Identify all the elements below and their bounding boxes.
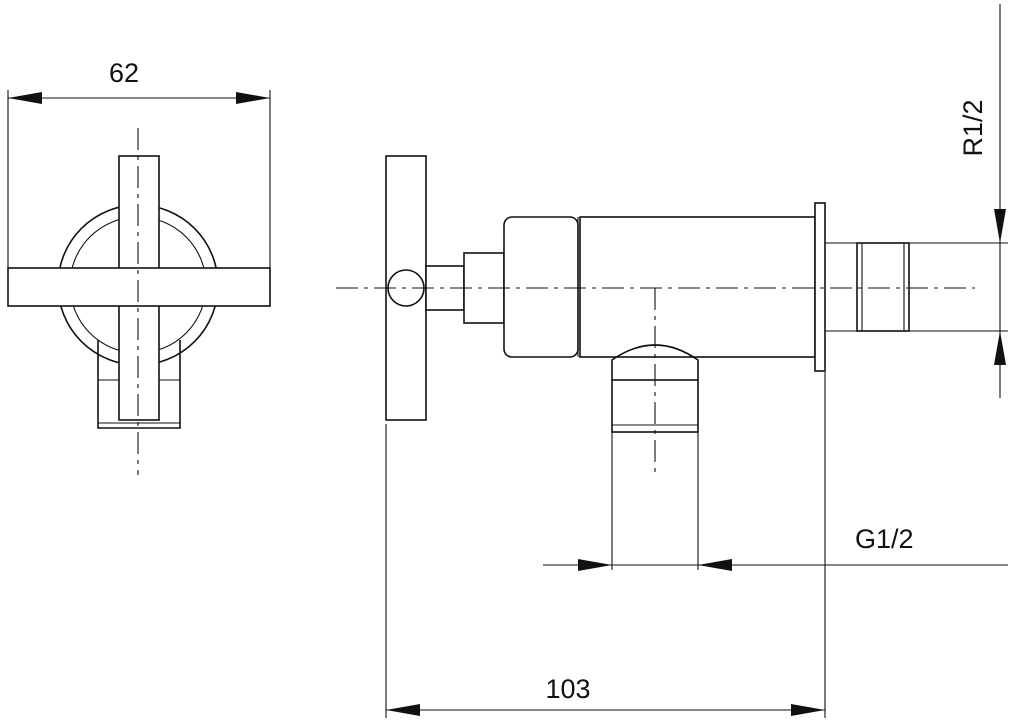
dim-arrow-62-left (8, 92, 42, 104)
side-view: 103 G1/2 R1/2 (336, 4, 1008, 718)
dim-label-g12: G1/2 (855, 524, 914, 554)
dim-arrow-103-right (791, 704, 825, 716)
front-handle-horizontal-arm (7, 267, 271, 307)
dim-arrow-g12-right (698, 559, 732, 571)
dim-label-62: 62 (109, 58, 139, 88)
dim-arrow-r12-bottom (994, 331, 1006, 365)
dim-arrow-62-right (236, 92, 270, 104)
side-bonnet (503, 216, 579, 358)
dim-arrow-103-left (386, 704, 420, 716)
dim-arrow-g12-left (578, 559, 612, 571)
dim-label-r12: R1/2 (958, 99, 988, 156)
dim-label-103: 103 (545, 674, 590, 704)
front-outlet-nipple (97, 340, 181, 429)
dim-arrow-r12-top (994, 209, 1006, 243)
side-valve-body (579, 216, 816, 358)
side-wall-flange (814, 202, 826, 372)
front-view: 62 (7, 58, 271, 475)
side-inlet-nipple (856, 242, 910, 332)
